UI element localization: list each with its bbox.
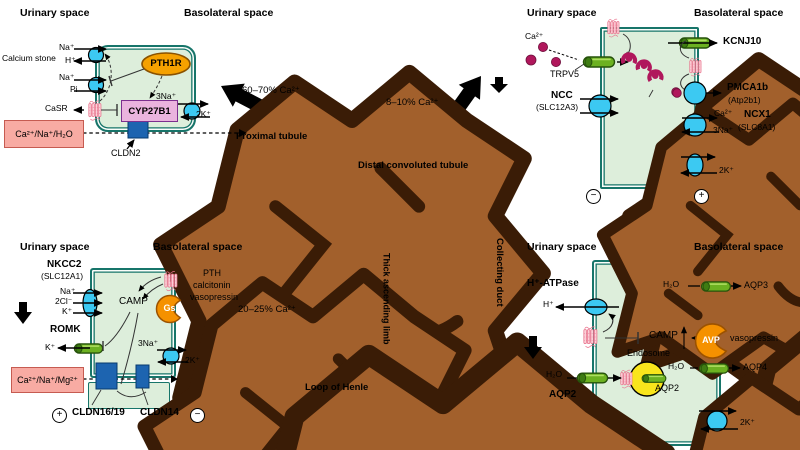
nephron-loop-label: Loop of Henle — [305, 382, 369, 393]
tal-percent-label: 20–25% Ca²⁺ — [238, 304, 296, 315]
dct-ncc-label: NCC — [551, 90, 573, 101]
tal-2cl-label: 2Cl⁻ — [55, 296, 73, 306]
tal-basolateral-header: Basolateral space — [153, 241, 243, 253]
nephron-proximal-label: Proximal tubule — [236, 131, 308, 142]
dct-ca-label: Ca²⁺ — [525, 31, 544, 41]
nephron-dct-label: Distal convoluted tubule — [358, 160, 469, 171]
pt-na2-label: Na⁺ — [59, 72, 75, 82]
cd-endosome-label: Endosome — [627, 348, 671, 358]
cd-aqp2-endo-label: AQP2 — [655, 383, 680, 393]
tal-minus-sign: − — [190, 408, 205, 423]
dct-pmca1b-gene-label: (Atp2b1) — [728, 95, 761, 105]
cyp27b1-box: CYP27B1 — [121, 100, 178, 122]
nephron-tubule-outline — [224, 128, 494, 419]
dct-2k-label: 2K⁺ — [719, 165, 734, 175]
tal-romk-label: ROMK — [50, 324, 81, 335]
tal-cldn14-label: CLDN14 — [140, 407, 179, 418]
cd-2k-label: 2K⁺ — [740, 417, 755, 427]
dct-ncx1-label: NCX1 — [744, 109, 771, 120]
tal-2k-label: 2K⁺ — [185, 355, 200, 365]
nephron-annotations — [230, 146, 491, 390]
cd-basolateral-header: Basolateral space — [694, 241, 784, 253]
cd-h2o-aqp4-label: H₂O — [668, 361, 685, 371]
dct-basolateral-header: Basolateral space — [694, 7, 784, 19]
calcium-ions — [525, 42, 562, 68]
nephron-tal-label: Thick ascending limb — [381, 253, 392, 345]
tal-cell — [90, 268, 176, 378]
tal-calcitonin-label: calcitonin — [193, 280, 231, 290]
pt-basolateral-header: Basolateral space — [184, 7, 274, 19]
dct-trpv5-label: TRPV5 — [550, 69, 580, 79]
pt-h-label: H⁺ — [65, 55, 76, 65]
cd-aqp2-label: AQP2 — [549, 389, 577, 400]
dct-pmca1b-label: PMCA1b — [727, 82, 769, 93]
cd-aqp3-label: AQP3 — [744, 280, 769, 290]
tal-plus-sign: + — [52, 408, 67, 423]
dct-plus-sign: + — [694, 189, 709, 204]
dct-urinary-header: Urinary space — [527, 7, 597, 19]
tal-cldn1619-label: CLDN16/19 — [72, 407, 125, 418]
dct-3na-label: 3Na⁺ — [713, 125, 734, 135]
pt-2k-label: 2K⁺ — [196, 109, 211, 119]
cd-vasopressin-label: vasopressin — [730, 333, 779, 343]
pt-cldn2-label: CLDN2 — [111, 148, 141, 158]
dct-minus-sign: − — [586, 189, 601, 204]
cd-hatpase-label: H⁺-ATPase — [527, 278, 579, 289]
cd-h2o-aqp2-label: H₂O — [546, 369, 563, 379]
dct-kcnj10-label: KCNJ10 — [723, 36, 762, 47]
dct-cell — [600, 27, 699, 189]
tal-na-label: Na⁺ — [60, 286, 76, 296]
tal-urinary-header: Urinary space — [20, 241, 90, 253]
tal-pth-label: PTH — [203, 268, 221, 278]
stone-shrink-arrow — [490, 77, 508, 93]
cd-urinary-header: Urinary space — [527, 241, 597, 253]
pt-pi-label: Pi — [70, 84, 78, 94]
tal-nkcc2-gene-label: (SLC12A1) — [41, 271, 84, 281]
tal-k-label: K⁺ — [62, 306, 73, 316]
arrow-to-dct-panel — [418, 76, 481, 161]
stone-grow-arrow — [14, 302, 32, 324]
tal-camp-label: CAMP — [119, 296, 148, 307]
tal-neighbor-cell — [88, 382, 170, 409]
cd-h-label: H⁺ — [543, 299, 554, 309]
pt-paracellular-box: Ca²⁺/Na⁺/H₂O — [4, 120, 84, 148]
tal-k-out-label: K⁺ — [45, 342, 56, 352]
tal-paracellular-box: Ca²⁺/Na⁺/Mg²⁺ — [11, 367, 84, 393]
tal-3na-label: 3Na⁺ — [138, 338, 159, 348]
cd-aqp4-label: AQP4 — [743, 362, 768, 372]
dct-ncx1-gene-label: (SLC8A1) — [738, 122, 776, 132]
dct-ca-out-label: Ca²⁺ — [714, 108, 733, 118]
cd-camp-label: CAMP — [649, 330, 678, 341]
nephron-cd-label: Collecting duct — [493, 238, 505, 307]
tal-gs-label: Gs — [163, 303, 176, 313]
pt-na1-label: Na⁺ — [59, 42, 75, 52]
arrow-to-tal-panel — [226, 315, 363, 350]
calcium-stone-label: Calcium stone — [2, 53, 56, 63]
dct-ncc-gene-label: (SLC12A3) — [536, 102, 579, 112]
dct-percent-label: 8–10% Ca²⁺ — [386, 97, 439, 108]
tal-vasopressin-label: vasopressin — [190, 292, 239, 302]
pt-pth1r-label: PTH1R — [150, 58, 182, 69]
cd-h2o-aqp3-label: H₂O — [663, 279, 680, 289]
tal-nkcc2-label: NKCC2 — [47, 259, 82, 270]
stone-shrink-arrow — [524, 336, 542, 359]
pt-casr-label: CaSR — [45, 103, 68, 113]
pt-urinary-header: Urinary space — [20, 7, 90, 19]
pt-percent-label: 60–70% Ca²⁺ — [242, 85, 300, 96]
pt-3na-label: 3Na⁺ — [156, 91, 177, 101]
nephron-tubule-fill — [226, 130, 493, 417]
cd-avp-label: AVP — [702, 335, 720, 345]
